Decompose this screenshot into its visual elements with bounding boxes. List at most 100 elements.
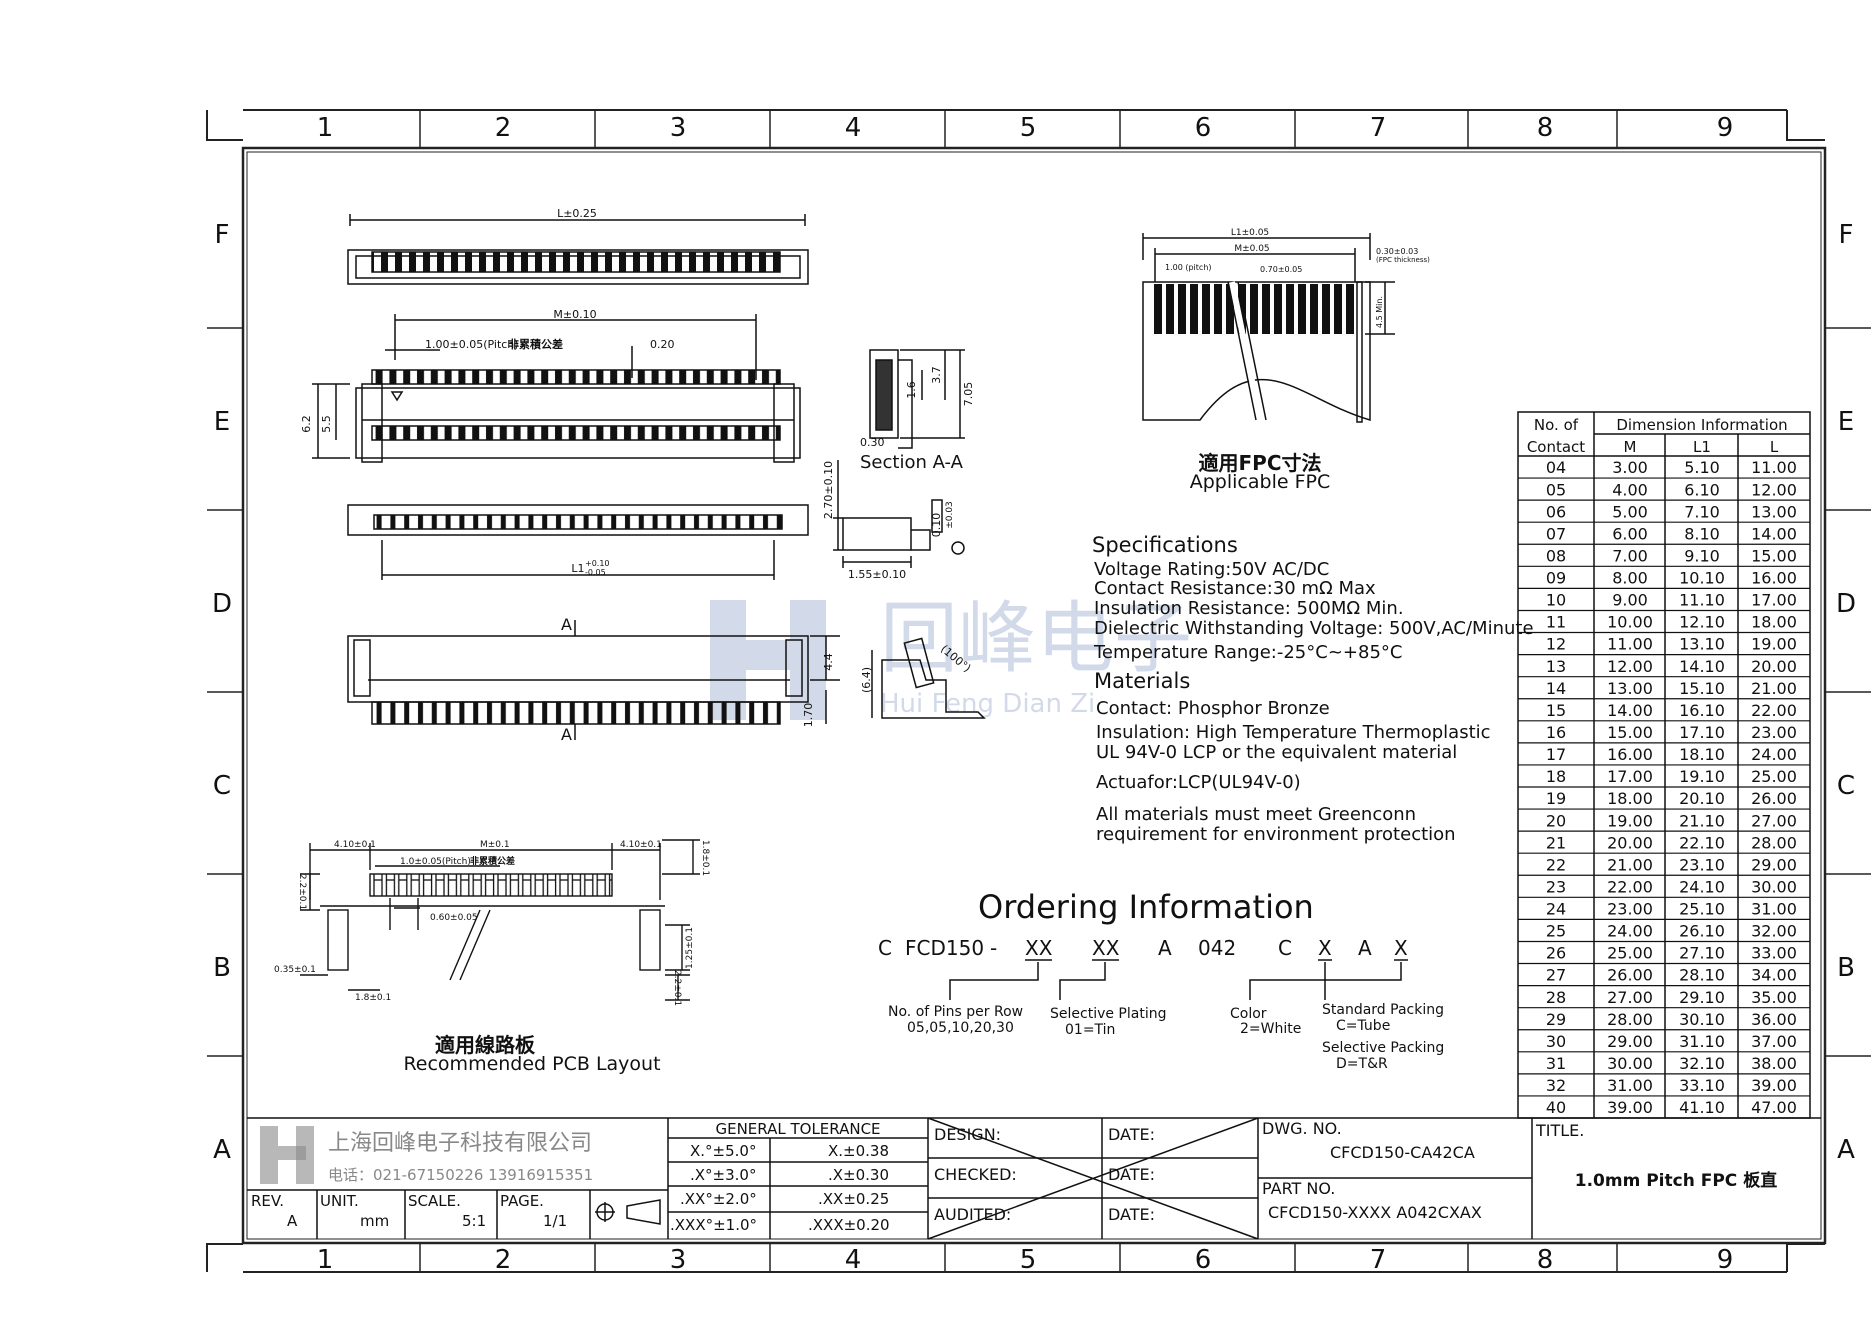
pcb-d410b: 4.10±0.1 <box>620 840 662 850</box>
table-cell-value: 31.10 <box>1679 1032 1725 1051</box>
table-cell-value: 12.10 <box>1679 613 1725 632</box>
fpc-w070: 0.70±0.05 <box>1260 265 1302 274</box>
spec-line: Dielectric Withstanding Voltage: 500V,AC… <box>1094 618 1534 639</box>
connector-bottom-view <box>347 620 840 740</box>
table-head-group: Dimension Information <box>1616 416 1787 434</box>
table-cell-contact: 20 <box>1546 811 1566 830</box>
table-cell-value: 23.00 <box>1751 723 1797 742</box>
table-head-contact-2: Contact <box>1527 438 1585 456</box>
note-pins: No. of Pins per Row <box>888 1004 1023 1020</box>
table-cell-contact: 19 <box>1546 789 1566 808</box>
table-cell-value: 39.00 <box>1751 1076 1797 1095</box>
table-cell-contact: 06 <box>1546 502 1566 521</box>
table-cell-value: 17.00 <box>1607 767 1653 786</box>
table-cell-value: 29.10 <box>1679 988 1725 1007</box>
table-cell-value: 24.10 <box>1679 877 1725 896</box>
code-part: XX <box>1092 936 1120 960</box>
row-label: B <box>1837 953 1855 983</box>
tol-angle: .XX°±2.0° <box>680 1190 757 1208</box>
actuator-open-view <box>871 637 986 719</box>
table-cell-value: 7.00 <box>1612 546 1648 565</box>
table-cell-value: 6.00 <box>1612 524 1648 543</box>
tol-linear: .X±0.30 <box>828 1166 889 1184</box>
table-cell-contact: 30 <box>1546 1032 1566 1051</box>
table-cell-value: 13.00 <box>1751 502 1797 521</box>
date-label: DATE: <box>1108 1125 1155 1144</box>
table-cell-value: 16.00 <box>1607 745 1653 764</box>
table-cell-contact: 14 <box>1546 679 1566 698</box>
table-cell-contact: 26 <box>1546 944 1566 963</box>
table-cell-value: 26.00 <box>1751 789 1797 808</box>
pcb-pitch-cn: 非累積公差 <box>470 855 515 867</box>
table-cell-contact: 32 <box>1546 1076 1566 1095</box>
table-cell-contact: 18 <box>1546 767 1566 786</box>
dim-270: 2.70±0.10 <box>822 461 835 519</box>
table-cell-value: 11.00 <box>1607 635 1653 654</box>
dim-l1: L1 <box>571 562 584 575</box>
row-label: D <box>1836 589 1856 619</box>
code-part: C <box>1278 936 1292 960</box>
pcb-pitch: 1.0±0.05(Pitch) <box>400 857 471 867</box>
dim-l1-tol-plus: +0.10 <box>585 559 610 568</box>
col-label: 4 <box>845 113 862 143</box>
row-label: C <box>213 771 231 801</box>
watermark-pinyin: Hui Feng Dian Zi <box>880 689 1095 719</box>
table-col-l1: L1 <box>1693 438 1711 456</box>
connector-top-view <box>347 214 809 285</box>
table-cell-value: 29.00 <box>1751 855 1797 874</box>
table-cell-value: 20.00 <box>1751 657 1797 676</box>
code-part: XX <box>1025 936 1053 960</box>
dim-62: 6.2 <box>300 415 313 433</box>
table-cell-value: 19.10 <box>1679 767 1725 786</box>
scale-value: 5:1 <box>462 1212 486 1230</box>
pcb-d22right: 2.2±0.1 <box>672 970 682 1006</box>
table-cell-value: 26.10 <box>1679 922 1725 941</box>
spec-line: Contact Resistance:30 mΩ Max <box>1094 578 1376 599</box>
table-cell-value: 5.10 <box>1684 458 1720 477</box>
table-cell-contact: 15 <box>1546 701 1566 720</box>
code-part: FCD150 <box>905 936 984 960</box>
sheet-frame <box>206 109 1871 1273</box>
table-cell-contact: 27 <box>1546 966 1566 985</box>
table-cell-value: 15.00 <box>1607 723 1653 742</box>
table-cell-value: 8.00 <box>1612 569 1648 588</box>
code-part: X <box>1394 936 1408 960</box>
unit-label: UNIT. <box>320 1192 359 1210</box>
pcb-d060: 0.60±0.05 <box>430 913 478 923</box>
col-label: 9 <box>1717 1245 1734 1275</box>
table-cell-value: 37.00 <box>1751 1032 1797 1051</box>
table-cell-value: 36.00 <box>1751 1010 1797 1029</box>
table-cell-value: 16.00 <box>1751 569 1797 588</box>
pcb-d125: 1.25±0.1 <box>685 927 695 969</box>
section-a-a-view <box>869 349 965 449</box>
material-line: All materials must meet Greenconn <box>1096 804 1416 825</box>
table-cell-value: 28.10 <box>1679 966 1725 985</box>
connector-front-view <box>312 314 801 463</box>
dim-020: 0.20 <box>650 338 675 351</box>
code-part: C <box>878 936 892 960</box>
dim-705: 7.05 <box>962 382 975 407</box>
table-cell-value: 38.00 <box>1751 1054 1797 1073</box>
table-cell-value: 19.00 <box>1607 811 1653 830</box>
page-label: PAGE. <box>500 1192 544 1210</box>
col-label: 9 <box>1717 113 1734 143</box>
table-cell-value: 34.00 <box>1751 966 1797 985</box>
table-cell-value: 20.10 <box>1679 789 1725 808</box>
note-std-pack: Standard Packing <box>1322 1002 1444 1018</box>
code-part: A <box>1158 936 1172 960</box>
col-label: 5 <box>1020 113 1037 143</box>
col-label: 4 <box>845 1245 862 1275</box>
column-labels-bottom: 1 2 3 4 5 6 7 8 9 <box>317 1245 1734 1275</box>
code-part: X <box>1318 936 1332 960</box>
note-plating-vals: 01=Tin <box>1065 1022 1115 1038</box>
table-cell-value: 41.10 <box>1679 1098 1725 1117</box>
table-cell-value: 22.00 <box>1607 877 1653 896</box>
note-std-pack-vals: C=Tube <box>1336 1018 1390 1034</box>
section-label: Section A-A <box>860 452 964 473</box>
table-cell-value: 15.00 <box>1751 546 1797 565</box>
table-cell-value: 24.00 <box>1607 922 1653 941</box>
checked-label: CHECKED: <box>934 1165 1017 1184</box>
col-label: 8 <box>1537 1245 1554 1275</box>
row-label: B <box>213 953 231 983</box>
